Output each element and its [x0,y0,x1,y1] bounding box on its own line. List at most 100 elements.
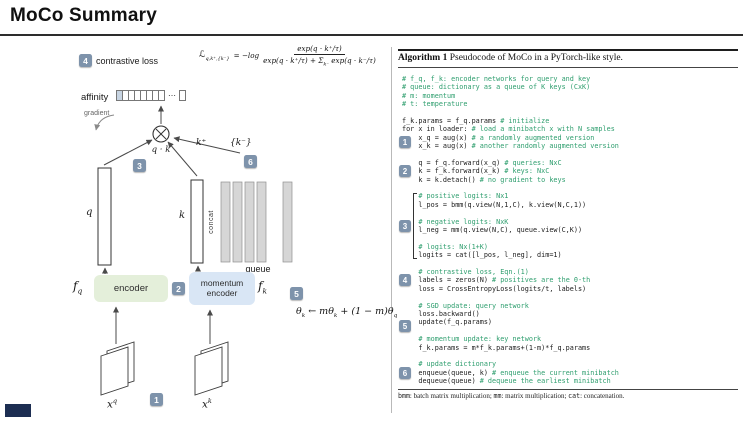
comment-text: # a randomly augmented version [471,133,595,142]
flow-arrows [94,105,241,344]
code-text: x_k = aug(x) [402,142,472,151]
code-line: # contrastive loss, Eqn.(1) [402,268,619,276]
comment-text: # queries: NxC [504,158,562,167]
algorithm-rule-bottom [398,389,738,390]
algo-step-badge-4: 4 [399,274,411,286]
code-line: q = f_q.forward(x_q) # queries: NxC [402,159,619,167]
xq-label: xq [107,397,117,411]
comment-text: # initialize [500,116,550,125]
xq-sup: q [112,397,118,405]
comment-text: # queue: dictionary as a queue of K keys… [402,83,591,92]
queue-bars [220,181,293,263]
theta-p1: θ [296,306,302,317]
step-badge-4: 4 [79,54,92,67]
code-line [402,293,619,301]
comment-text: # positives are the 0-th [492,276,591,285]
footnote-part: : matrix multiplication; [501,392,569,400]
q-vector [97,167,112,266]
loss-script-l: ℒ [199,49,206,60]
algorithm-title: Algorithm 1 Pseudocode of MoCo in a PyTo… [398,53,738,63]
xq-image [100,346,129,396]
code-line: # update dictionary [402,360,619,368]
footnote-part: bmm [398,392,410,400]
loss-equals-log: = −log [233,51,260,61]
comment-text: # contrastive loss, Eqn.(1) [402,267,529,276]
title-divider [0,34,743,36]
code-line: # queue: dictionary as a queue of K keys… [402,83,619,91]
code-text: x_q = aug(x) [402,133,472,142]
algo-step-badge-2: 2 [399,165,411,177]
comment-text: # f_q, f_k: encoder networks for query a… [402,75,591,83]
code-line: # t: temperature [402,100,619,108]
code-line: # negative logits: NxK [402,218,619,226]
comment-text: # t: temperature [402,100,468,109]
algorithm-title-bold: Algorithm 1 [398,53,448,63]
k-label: k [179,210,186,221]
gradient-label: gradient [84,110,110,117]
comment-text: # another randomly augmented version [471,142,619,151]
code-line [402,151,619,159]
code-line [402,260,619,268]
theta-s1: k [301,312,306,319]
q-label: q [86,207,93,218]
theta-s3: q [393,312,398,319]
loss-denom-right: exp(q · k⁻/τ) [329,56,376,65]
code-text: loss = CrossEntropyLoss(logits/t, labels… [402,284,587,293]
concat-label: concat [208,210,215,234]
k-vector [190,179,204,264]
encoder-box: encoder [94,275,168,302]
contrastive-loss-label: contrastive loss [96,56,159,66]
arrow-q-to-product [103,139,153,166]
algo-step-badge-6: 6 [399,367,411,379]
algorithm-rule-mid [398,67,738,68]
code-text: k = f_k.forward(x_k) [402,167,505,176]
xk-sup: k [207,397,212,405]
code-text: l_pos = bmm(q.view(N,1,C), k.view(N,C,1)… [402,200,587,209]
code-line: l_pos = bmm(q.view(N,1,C), k.view(N,C,1)… [402,201,619,209]
logits-bracket [413,193,417,259]
fq-sub: q [77,286,83,296]
footer-logo [5,404,31,417]
code-text: enqueue(queue, k) [402,368,493,377]
k-minus-label: {k⁻} [230,138,252,148]
loss-denominator: exp(q · k⁺/τ) + Σk⁻ exp(q · k⁻/τ) [263,55,376,67]
queue-label: queue [245,264,271,274]
product-cross-2 [155,128,167,140]
affinity-cell [158,90,165,101]
comment-text: # m: momentum [402,91,456,100]
loss-lhs: ℒq,k⁺,{k⁻} [199,50,230,62]
step-badge-3: 3 [133,159,146,172]
comment-text: # logits: Nx(1+K) [402,242,488,251]
code-line: labels = zeros(N) # positives are the 0-… [402,276,619,284]
loss-subscript: q,k⁺,{k⁻} [205,55,230,62]
code-line: update(f_q.params) [402,318,619,326]
code-text: dequeue(queue) [402,377,480,386]
code-line [402,109,619,117]
panel-divider [391,47,392,413]
code-line: x_k = aug(x) # another randomly augmente… [402,142,619,150]
code-line: # m: momentum [402,92,619,100]
algo-step-badge-3: 3 [399,220,411,232]
comment-text: # no gradient to keys [479,175,566,184]
code-text: f_k.params = m*f_k.params+(1-m)*f_q.para… [402,343,591,352]
momentum-encoder-box: momentum encoder [189,272,255,305]
loss-fraction: exp(q · k⁺/τ) exp(q · k⁺/τ) + Σk⁻ exp(q … [263,44,376,67]
code-line: k = f_k.forward(x_k) # keys: NxC [402,167,619,175]
code-text: q = f_q.forward(x_q) [402,158,505,167]
affinity-cell [179,90,186,101]
code-text: logits = cat([l_pos, l_neg], dim=1) [402,251,562,260]
queue-bar [232,181,243,263]
queue-bar [220,181,231,263]
code-line: f_k.params = f_q.params # initialize [402,117,619,125]
gradient-arrow [94,114,115,131]
theta-p2: ← mθ [305,306,334,317]
affinity-ellipsis: ⋯ [168,91,176,100]
input-images [100,341,229,396]
loss-numerator: exp(q · k⁺/τ) [294,44,345,55]
footnote-part: : batch matrix multiplication; [409,392,494,400]
product-circle-icon [152,125,170,143]
code-line: # momentum update: key network [402,335,619,343]
code-line [402,327,619,335]
comment-text: # momentum update: key network [402,335,542,344]
code-line: # logits: Nx(1+K) [402,243,619,251]
